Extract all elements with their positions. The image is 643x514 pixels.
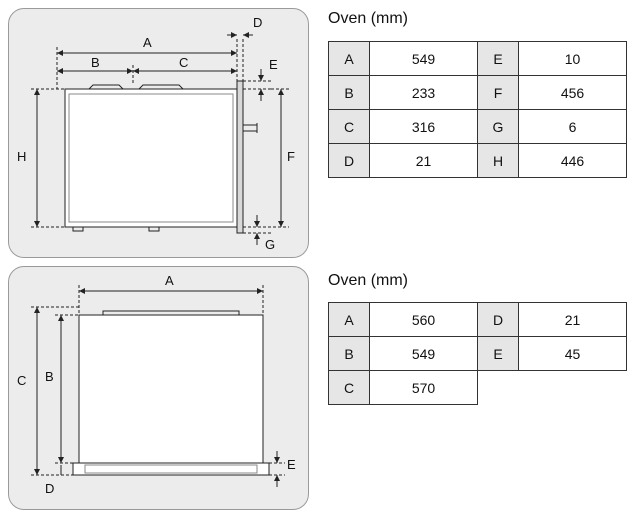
dimension-value-cell: 21 (369, 143, 478, 178)
arrows-e (258, 75, 264, 95)
dimension-key-cell: E (477, 336, 519, 371)
label-f: F (287, 149, 295, 164)
arrows-d (231, 32, 249, 38)
dimension-key-cell: D (328, 143, 370, 178)
dimension-key-cell: E (477, 41, 519, 76)
dimension-key-cell: F (477, 75, 519, 110)
dimension-value-cell: 6 (518, 109, 627, 144)
dimension-key-cell: C (328, 370, 370, 405)
oven-door-side (236, 80, 244, 234)
dimension-value-cell: 233 (369, 75, 478, 110)
empty-cell (478, 371, 519, 405)
empty-cell (519, 371, 627, 405)
label-g: G (265, 237, 275, 252)
dimension-value-cell: 570 (369, 370, 478, 405)
foot-mid (148, 226, 160, 232)
dimension-key-cell: A (328, 302, 370, 337)
dimension-key-cell: A (328, 41, 370, 76)
front-view-diagram: A C B D E (17, 273, 296, 496)
front-view-diagram-panel: A C B D E (8, 266, 309, 510)
label-d: D (253, 15, 262, 30)
dimension-key-cell: C (328, 109, 370, 144)
oven-body-front (78, 314, 264, 464)
bottom-table-title: Oven (mm) (328, 272, 408, 289)
dimension-key-cell: B (328, 75, 370, 110)
label-front-e: E (287, 457, 296, 472)
dimension-key-cell: H (477, 143, 519, 178)
side-view-diagram-panel: A B C D E F G H (8, 8, 309, 258)
dimension-value-cell: 316 (369, 109, 478, 144)
label-b: B (91, 55, 100, 70)
foot-left (72, 226, 84, 232)
oven-body-side (64, 88, 238, 228)
label-front-a: A (165, 273, 174, 288)
dimension-value-cell: 21 (518, 302, 627, 337)
label-front-d: D (45, 481, 54, 496)
side-view-diagram: A B C D E F G H (17, 15, 295, 252)
oven-door-bottom (72, 462, 270, 476)
dimension-value-cell: 45 (518, 336, 627, 371)
label-h: H (17, 149, 26, 164)
dimension-key-cell: G (477, 109, 519, 144)
label-front-b: B (45, 369, 54, 384)
dimension-value-cell: 446 (518, 143, 627, 178)
dimension-value-cell: 456 (518, 75, 627, 110)
dimension-key-cell: D (477, 302, 519, 337)
dimension-value-cell: 549 (369, 336, 478, 371)
label-c: C (179, 55, 188, 70)
top-table-title: Oven (mm) (328, 10, 408, 27)
oven-inner-outline (68, 93, 234, 223)
arrows-front-e (274, 457, 280, 481)
label-a: A (143, 35, 152, 50)
top-bump-1 (88, 84, 124, 90)
door-inner (84, 464, 258, 474)
label-e: E (269, 57, 278, 72)
label-front-c: C (17, 373, 26, 388)
dimension-value-cell: 560 (369, 302, 478, 337)
dimension-key-cell: B (328, 336, 370, 371)
top-bump-2 (138, 84, 184, 90)
dimension-value-cell: 549 (369, 41, 478, 76)
arrows-g (254, 221, 260, 239)
dimension-value-cell: 10 (518, 41, 627, 76)
top-rim (102, 310, 240, 316)
door-handle (243, 123, 258, 133)
